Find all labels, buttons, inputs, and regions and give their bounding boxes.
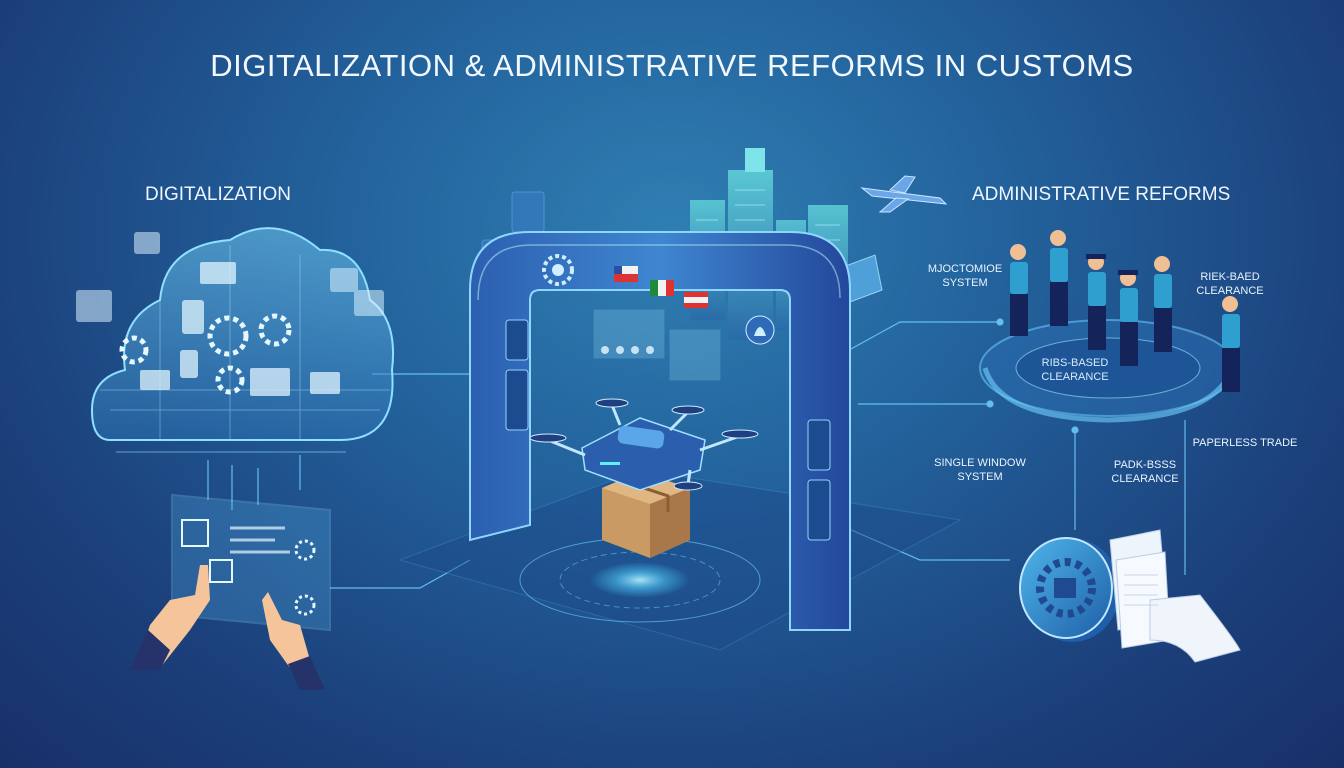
label-single-window: SINGLE WINDOW SYSTEM [930,456,1030,484]
connector-lines [207,318,1186,589]
label-top-right-line1: RIEK-BAED [1200,271,1260,283]
digitalization-heading: DIGITALIZATION [145,184,292,205]
gate-icon [469,231,851,631]
airplane-icon [860,175,948,213]
paper-stack-icon [1109,529,1241,663]
label-ring-center: RIBS-BASED CLEARANCE [1030,356,1120,384]
flag-icon [614,266,708,308]
administrative-reforms-heading: ADMINISTRATIVE REFORMS [972,184,1231,205]
label-single-window-line2: SYSTEM [957,471,1003,483]
coin-gear-icon [1019,537,1120,642]
label-paperless-trade: PAPERLESS TRADE [1192,437,1298,449]
label-pre-arrival-line2: CLEARANCE [1111,473,1179,485]
label-top-left-line2: SYSTEM [942,277,988,289]
drone-icon [529,398,759,491]
label-pre-arrival-line1: PADK-BSSS [1113,459,1177,471]
label-pre-arrival: PADK-BSSS CLEARANCE [1100,458,1190,486]
cloud-icon [76,227,394,453]
hand-icon [130,565,325,690]
label-top-right: RIEK-BAED CLEARANCE [1180,270,1280,298]
label-top-left-line1: MJOCTOMIOE [927,263,1003,275]
label-single-window-line1: SINGLE WINDOW [934,457,1026,469]
label-top-right-line2: CLEARANCE [1196,285,1264,297]
gear-icon [119,313,292,395]
label-top-left: MJOCTOMIOE SYSTEM [910,262,1020,290]
officers [1010,230,1240,392]
label-ring-center-line2: CLEARANCE [1041,371,1109,383]
tablet-icon [171,493,331,632]
label-ring-center-line1: RIBS-BASED [1041,357,1109,369]
page-title: DIGITALIZATION & ADMINISTRATIVE REFORMS … [210,48,1134,83]
